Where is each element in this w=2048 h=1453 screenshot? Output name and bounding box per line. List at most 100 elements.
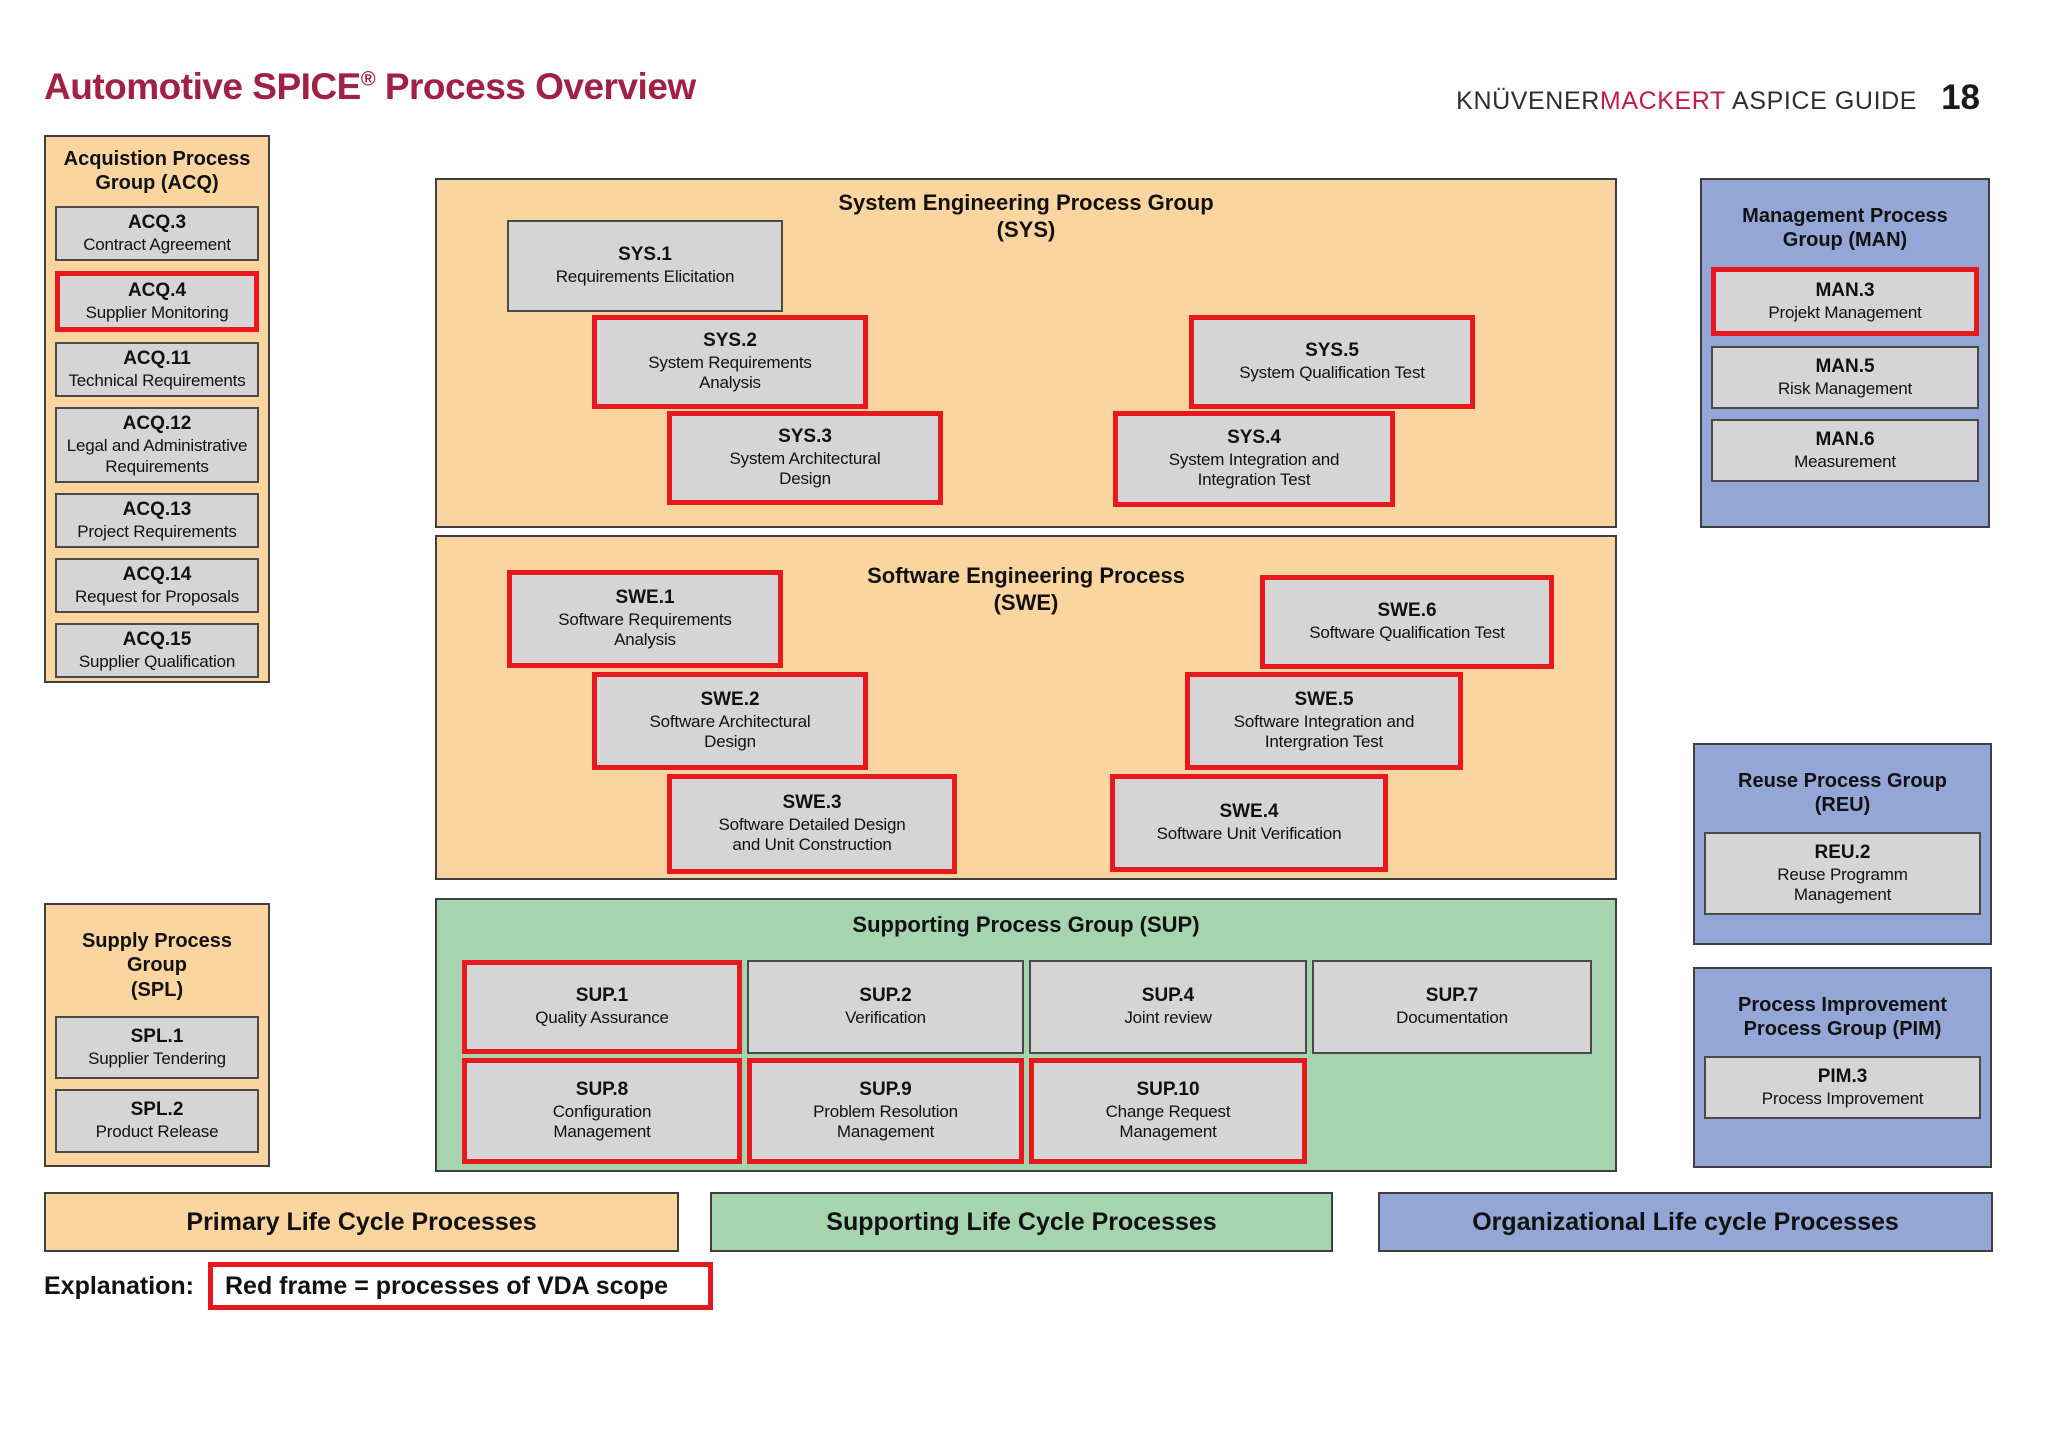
process-code: SWE.3 xyxy=(782,792,842,814)
process-code: SYS.2 xyxy=(703,330,757,352)
process-code: SYS.3 xyxy=(778,426,832,448)
process-name: System Architectural Design xyxy=(729,449,881,489)
process-code: MAN.5 xyxy=(1815,355,1875,377)
process-name: Supplier Qualification xyxy=(78,652,236,672)
process-code: ACQ.14 xyxy=(122,564,192,586)
process-name: Software Requirements Analysis xyxy=(558,610,732,650)
page-title: Automotive SPICE® Process Overview xyxy=(44,66,696,108)
process-name: System Integration and Integration Test xyxy=(1168,450,1340,490)
group-sys: System Engineering Process Group(SYS) SY… xyxy=(435,178,1617,528)
process-name: Joint review xyxy=(1124,1008,1212,1028)
group-swe-title: Software Engineering Process(SWE) xyxy=(867,563,1185,615)
process-name: Project Requirements xyxy=(77,521,237,541)
process-code: SUP.7 xyxy=(1425,985,1479,1007)
legend-primary-lifecycle: Primary Life Cycle Processes xyxy=(44,1192,679,1252)
process-name: Requirements Elicitation xyxy=(555,267,735,287)
process-code: SYS.4 xyxy=(1227,427,1281,449)
process-name: Contract Agreement xyxy=(83,234,231,254)
process-name: Risk Management xyxy=(1777,378,1912,398)
process-name: Projekt Management xyxy=(1768,302,1922,322)
process-name: Supplier Monitoring xyxy=(85,302,229,322)
explanation-label: Explanation: xyxy=(44,1271,195,1300)
process-code: SUP.1 xyxy=(575,985,629,1007)
legend-supporting-lifecycle: Supporting Life Cycle Processes xyxy=(710,1192,1333,1252)
brand-knuvener: KNÜVENER xyxy=(1456,87,1600,115)
process-name: Product Release xyxy=(95,1122,219,1142)
process-code: SPL.2 xyxy=(130,1099,184,1121)
process-code: SWE.6 xyxy=(1377,600,1437,622)
group-sys-title: System Engineering Process Group(SYS) xyxy=(838,190,1214,242)
process-name: Software Detailed Design and Unit Constr… xyxy=(718,815,906,855)
process-name: Technical Requirements xyxy=(68,370,246,390)
process-name: Software Qualification Test xyxy=(1309,623,1505,643)
process-name: Documentation xyxy=(1396,1008,1508,1028)
legend-organizational-lifecycle: Organizational Life cycle Processes xyxy=(1378,1192,1993,1252)
process-code: REU.2 xyxy=(1814,841,1871,863)
process-code: SUP.2 xyxy=(859,985,912,1007)
process-name: Software Unit Verification xyxy=(1156,824,1342,844)
process-name: Process Improvement xyxy=(1761,1088,1924,1108)
process-code: PIM.3 xyxy=(1817,1065,1868,1087)
process-name: Quality Assurance xyxy=(535,1008,669,1028)
page-title-main: Automotive SPICE xyxy=(44,66,361,107)
process-code: ACQ.3 xyxy=(127,211,187,233)
process-code: SYS.5 xyxy=(1305,340,1359,362)
process-code: SUP.9 xyxy=(859,1079,912,1101)
process-code: ACQ.12 xyxy=(122,413,192,435)
process-code: MAN.6 xyxy=(1815,429,1875,451)
group-sup-title: Supporting Process Group (SUP) xyxy=(852,912,1200,937)
process-code: SWE.1 xyxy=(615,587,675,609)
process-code: ACQ.4 xyxy=(127,279,187,301)
process-code: SWE.4 xyxy=(1219,801,1279,823)
process-name: Problem Resolution Management xyxy=(813,1102,958,1142)
process-name: Request for Proposals xyxy=(75,586,239,606)
process-name: Reuse Programm Management xyxy=(1777,864,1908,904)
group-reu-title: Reuse Process Group(REU) xyxy=(1738,770,1947,817)
process-code: SPL.1 xyxy=(130,1026,184,1048)
process-name: Software Integration and Intergration Te… xyxy=(1233,712,1415,752)
process-code: MAN.3 xyxy=(1815,279,1875,301)
page-number: 18 xyxy=(1941,78,1980,117)
process-name: Configuration Management xyxy=(552,1102,652,1142)
process-name: Measurement xyxy=(1794,451,1896,471)
process-name: System Requirements Analysis xyxy=(648,353,812,393)
process-code: ACQ.13 xyxy=(122,498,192,520)
brand-guide-label: ASPICE GUIDE xyxy=(1725,87,1918,115)
process-code: ACQ.11 xyxy=(123,348,191,370)
